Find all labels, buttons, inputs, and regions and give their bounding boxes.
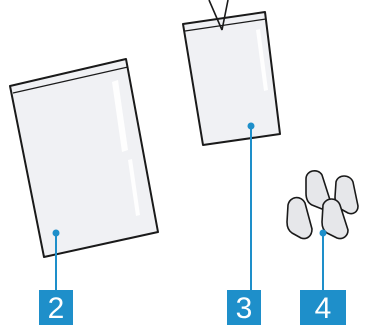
small-bag xyxy=(182,0,281,146)
clips xyxy=(286,170,359,240)
leader-lines xyxy=(55,127,324,292)
clip-front-right xyxy=(321,198,349,240)
small-bag-outline xyxy=(182,11,281,146)
leader-dots xyxy=(52,122,327,237)
leader-dot-2 xyxy=(52,229,60,237)
callout-3: 3 xyxy=(227,290,261,325)
callout-label-3: 3 xyxy=(236,292,253,325)
callout-box-3 xyxy=(227,290,261,325)
small-bag-sheen xyxy=(256,29,268,91)
callout-4: 4 xyxy=(300,290,346,325)
small-bag-seal xyxy=(184,18,267,32)
callout-box-2 xyxy=(39,290,73,325)
callout-box-4 xyxy=(300,290,346,325)
callout-2: 2 xyxy=(39,290,73,325)
callout-label-2: 2 xyxy=(48,292,65,325)
large-bag-seal xyxy=(12,66,129,94)
large-bag-sheen-2 xyxy=(128,159,140,216)
large-bag-sheen xyxy=(112,80,128,152)
leader-dot-3 xyxy=(247,122,255,130)
callout-label-4: 4 xyxy=(315,292,332,325)
clip-front-left xyxy=(286,196,313,240)
large-bag xyxy=(9,58,159,258)
small-bag-pointer xyxy=(208,0,229,31)
leader-dot-4 xyxy=(319,229,327,237)
